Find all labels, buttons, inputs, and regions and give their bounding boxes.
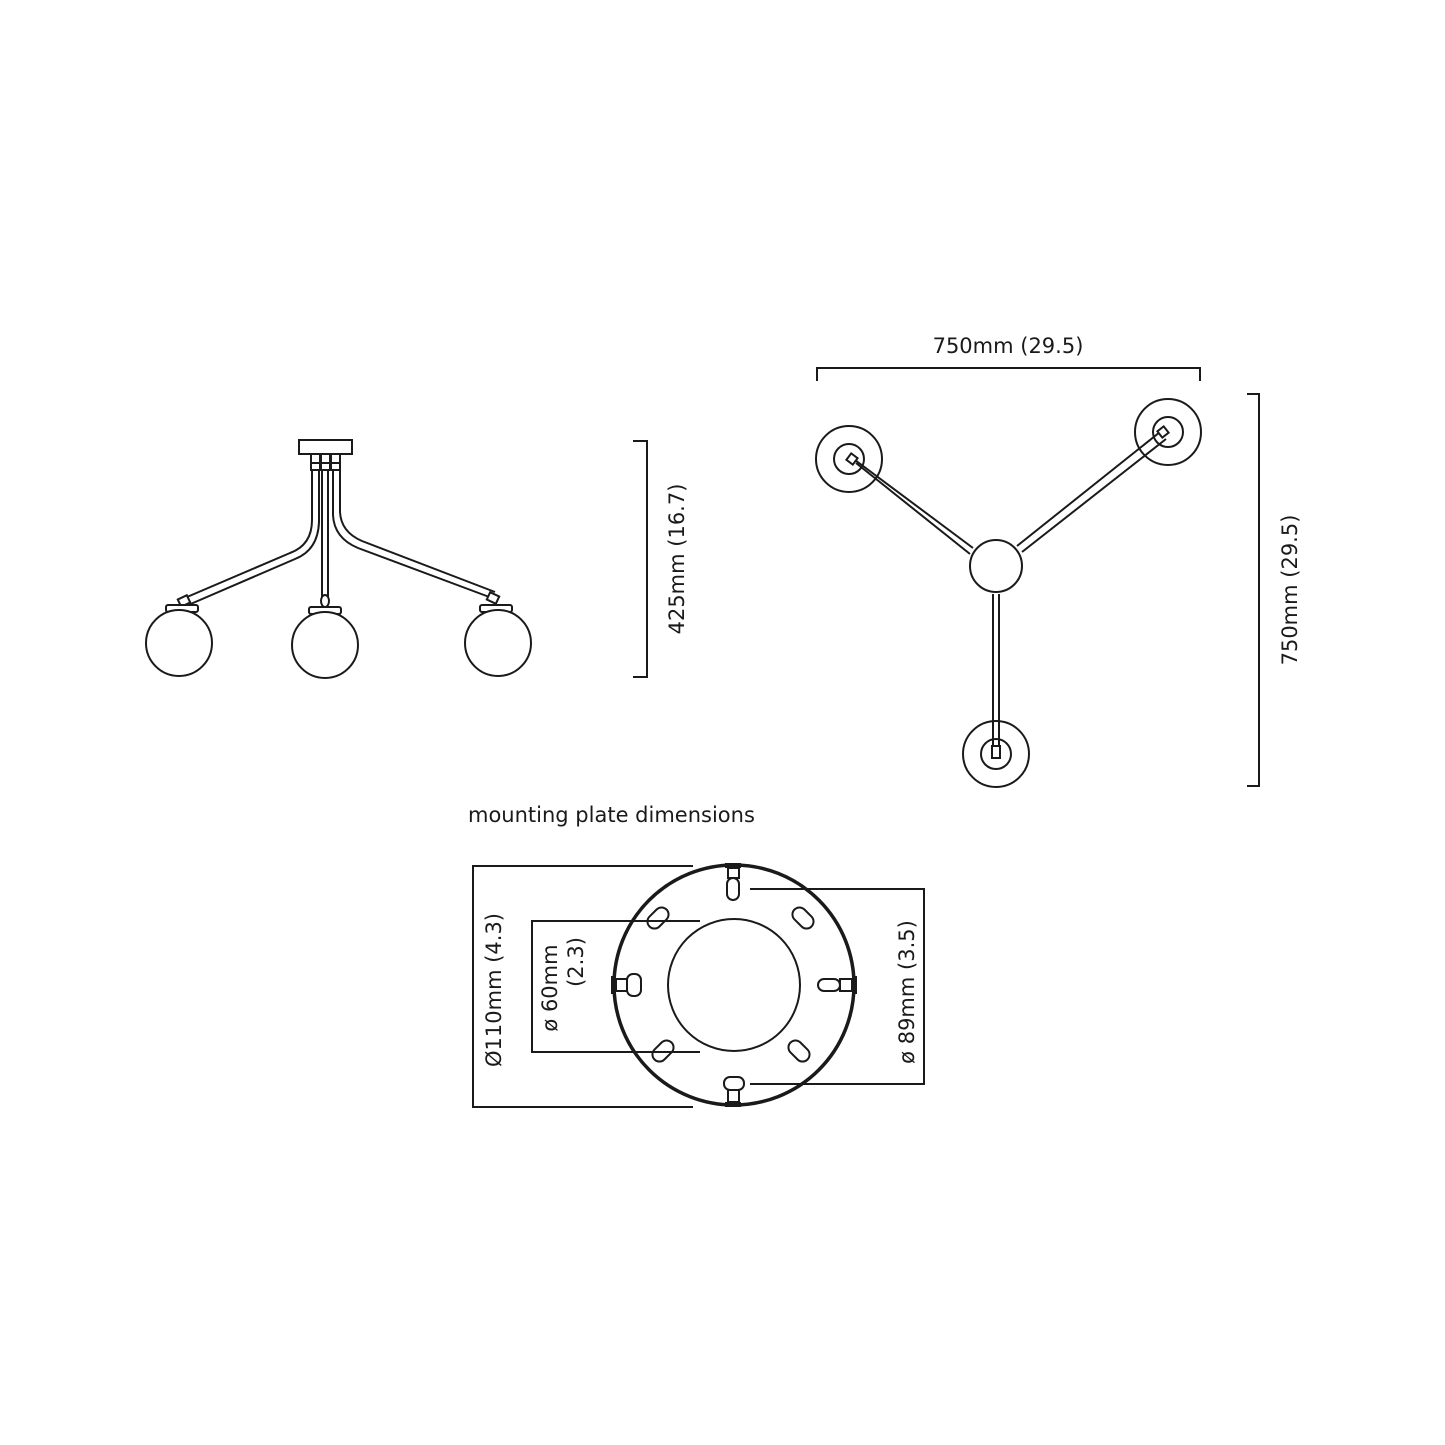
top-view: 750mm (29.5) 750mm (29.5)	[815, 334, 1302, 788]
clip-left	[611, 973, 642, 997]
globe-top-left	[815, 425, 883, 493]
outer-diameter-leader	[472, 865, 693, 1108]
clip-bottom	[723, 1076, 745, 1107]
mounting-plate-title: mounting plate dimensions	[468, 803, 755, 827]
inner-diameter-label-line2: (2.3)	[564, 937, 588, 987]
width-label: 750mm (29.5)	[933, 334, 1084, 358]
height-label: 425mm (16.7)	[665, 484, 689, 635]
width-dimension-line	[816, 367, 1201, 381]
clip-right	[817, 976, 857, 994]
clip-top	[725, 863, 741, 901]
globe-bottom	[962, 720, 1030, 788]
screw-circle-leader	[750, 888, 925, 1085]
height-dimension: 425mm (16.7)	[633, 440, 689, 678]
side-view-pendant	[145, 439, 532, 679]
ceiling-canopy	[298, 439, 353, 455]
plate-center-hole	[667, 918, 801, 1052]
inner-diameter-leader	[531, 920, 700, 1053]
inner-diameter-label-line1: ø 60mm	[538, 944, 562, 1031]
globe-left	[145, 609, 213, 677]
globe-center	[291, 611, 359, 679]
screw-circle-label: ø 89mm (3.5)	[895, 920, 919, 1064]
depth-dimension-line	[1247, 393, 1260, 787]
globe-right	[464, 609, 532, 677]
hub	[969, 539, 1023, 593]
depth-label: 750mm (29.5)	[1278, 515, 1302, 666]
globe-top-right	[1134, 398, 1202, 466]
canopy-connectors	[310, 453, 341, 471]
left-arm	[179, 470, 313, 601]
mounting-plate: Ø110mm (4.3) ø 60mm (2.3) ø 89mm (3.5)	[472, 863, 925, 1108]
right-arm	[332, 470, 493, 599]
outer-diameter-label: Ø110mm (4.3)	[482, 913, 506, 1067]
